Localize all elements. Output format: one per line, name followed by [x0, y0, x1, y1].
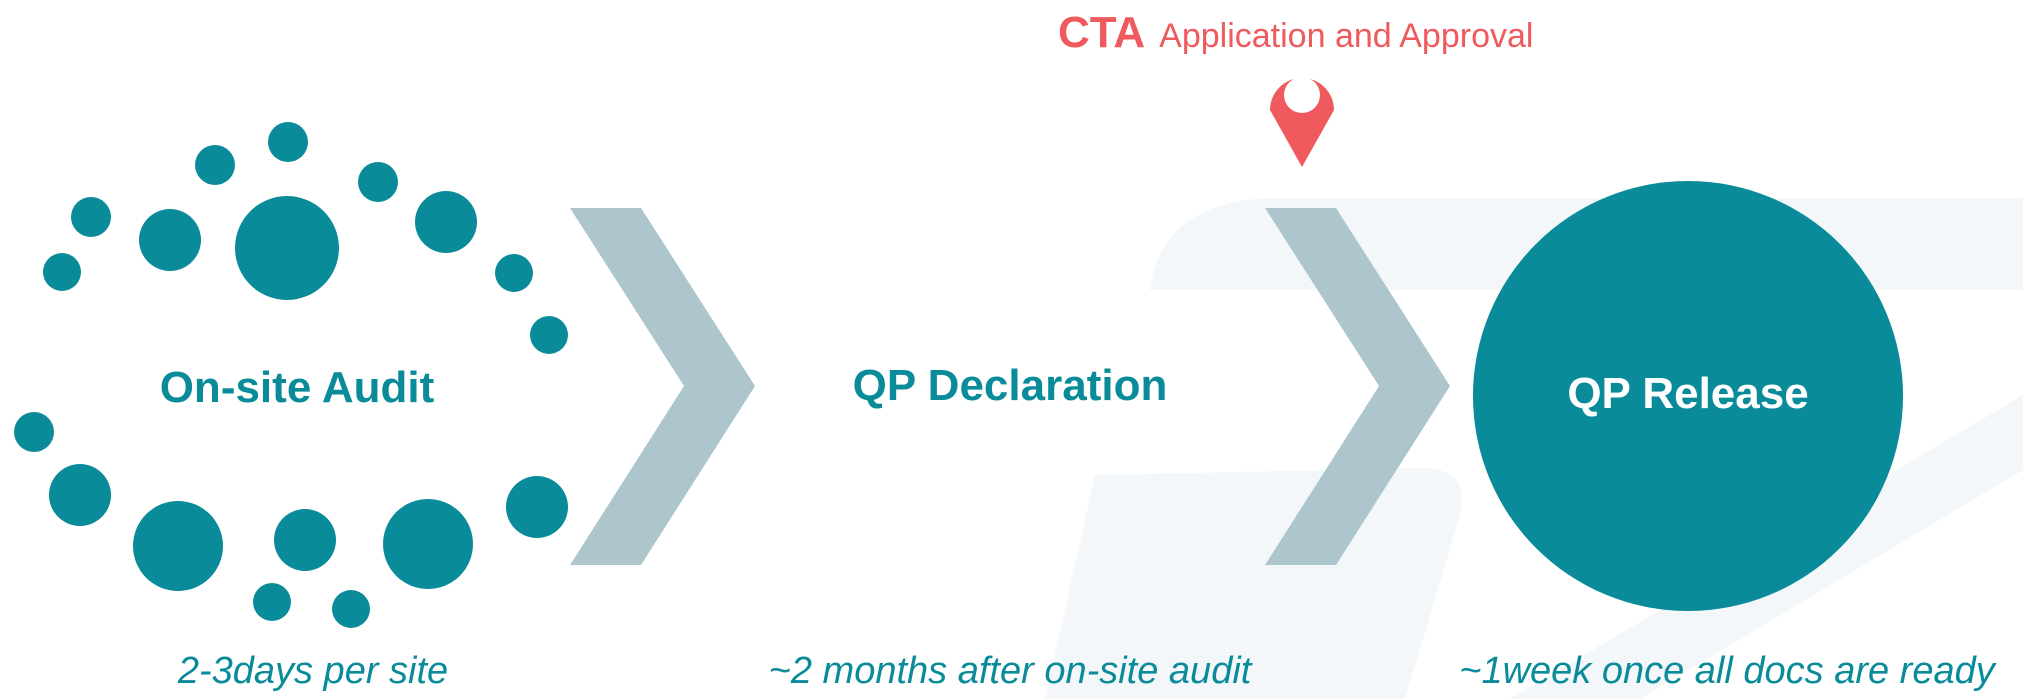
audit-dot: [415, 191, 477, 253]
audit-dot: [506, 476, 568, 538]
duration-release: ~1week once all docs are ready: [1459, 650, 1995, 692]
cta-acronym: CTA: [1058, 8, 1146, 57]
chevron-arrow-icon: [570, 208, 755, 565]
audit-dot: [49, 464, 111, 526]
audit-dot: [133, 501, 223, 591]
audit-dot: [274, 509, 336, 571]
audit-dot: [530, 316, 568, 354]
release-circle: [1473, 181, 1903, 611]
step-label-declaration: QP Declaration: [852, 361, 1168, 410]
cta-milestone: CTA Application and Approval: [1058, 8, 1533, 58]
audit-dot: [268, 122, 308, 162]
step-label-audit: On-site Audit: [159, 363, 435, 412]
audit-dot: [332, 590, 370, 628]
duration-audit: 2-3days per site: [177, 650, 449, 692]
audit-dot: [495, 254, 533, 292]
audit-dot: [358, 162, 398, 202]
audit-dot: [253, 583, 291, 621]
step-label-release: QP Release: [1567, 369, 1809, 418]
audit-dot: [195, 145, 235, 185]
chevron-arrow-icon: [1265, 208, 1450, 565]
audit-dot: [71, 197, 111, 237]
audit-dot: [235, 196, 339, 300]
duration-declaration: ~2 months after on-site audit: [768, 650, 1252, 692]
cta-text: Application and Approval: [1159, 17, 1534, 55]
audit-dot: [139, 209, 201, 271]
audit-dot: [14, 412, 54, 452]
audit-dot: [383, 499, 473, 589]
audit-dot: [43, 253, 81, 291]
map-pin-icon: [1270, 77, 1334, 167]
audit-dot-cluster: [14, 122, 568, 628]
